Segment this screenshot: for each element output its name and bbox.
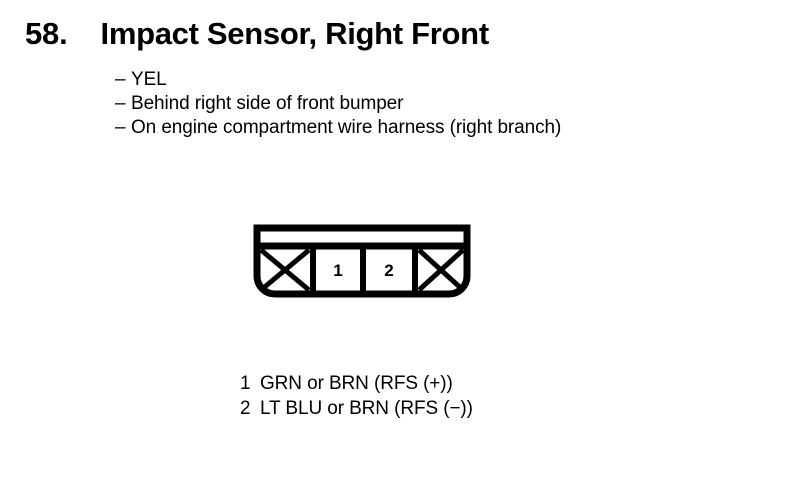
legend-pin-description: GRN or BRN (RFS (+)) [260,373,453,394]
list-item: – On engine compartment wire harness (ri… [115,116,561,140]
list-item: – Behind right side of front bumper [115,92,561,116]
note-text: On engine compartment wire harness (righ… [131,117,562,138]
legend-row: 2 LT BLU or BRN (RFS (−)) [240,396,473,421]
connector-svg: 1 2 [253,224,471,298]
list-item: – YEL [115,68,561,92]
page-heading: 58. Impact Sensor, Right Front [25,16,489,52]
dash-bullet-icon: – [115,117,126,138]
connector-outline [253,224,471,298]
note-text: YEL [131,69,167,90]
pin-legend: 1 GRN or BRN (RFS (+)) 2 LT BLU or BRN (… [240,371,473,421]
note-text: Behind right side of front bumper [131,93,404,114]
page-title: Impact Sensor, Right Front [100,16,490,51]
heading-item-number: 58. [25,16,68,51]
connector-diagram: 1 2 [253,224,471,298]
legend-pin-number: 1 [240,373,251,394]
connector-pin-1-label: 1 [333,261,342,280]
blocked-cell-x-left [259,248,311,292]
blocked-cell-x-right [417,248,465,292]
legend-pin-description: LT BLU or BRN (RFS (−)) [260,398,473,419]
dash-bullet-icon: – [115,93,126,114]
notes-list: – YEL – Behind right side of front bumpe… [115,68,561,140]
dash-bullet-icon: – [115,69,126,90]
legend-pin-number: 2 [240,398,251,419]
legend-row: 1 GRN or BRN (RFS (+)) [240,371,473,396]
connector-pin-2-label: 2 [384,261,393,280]
